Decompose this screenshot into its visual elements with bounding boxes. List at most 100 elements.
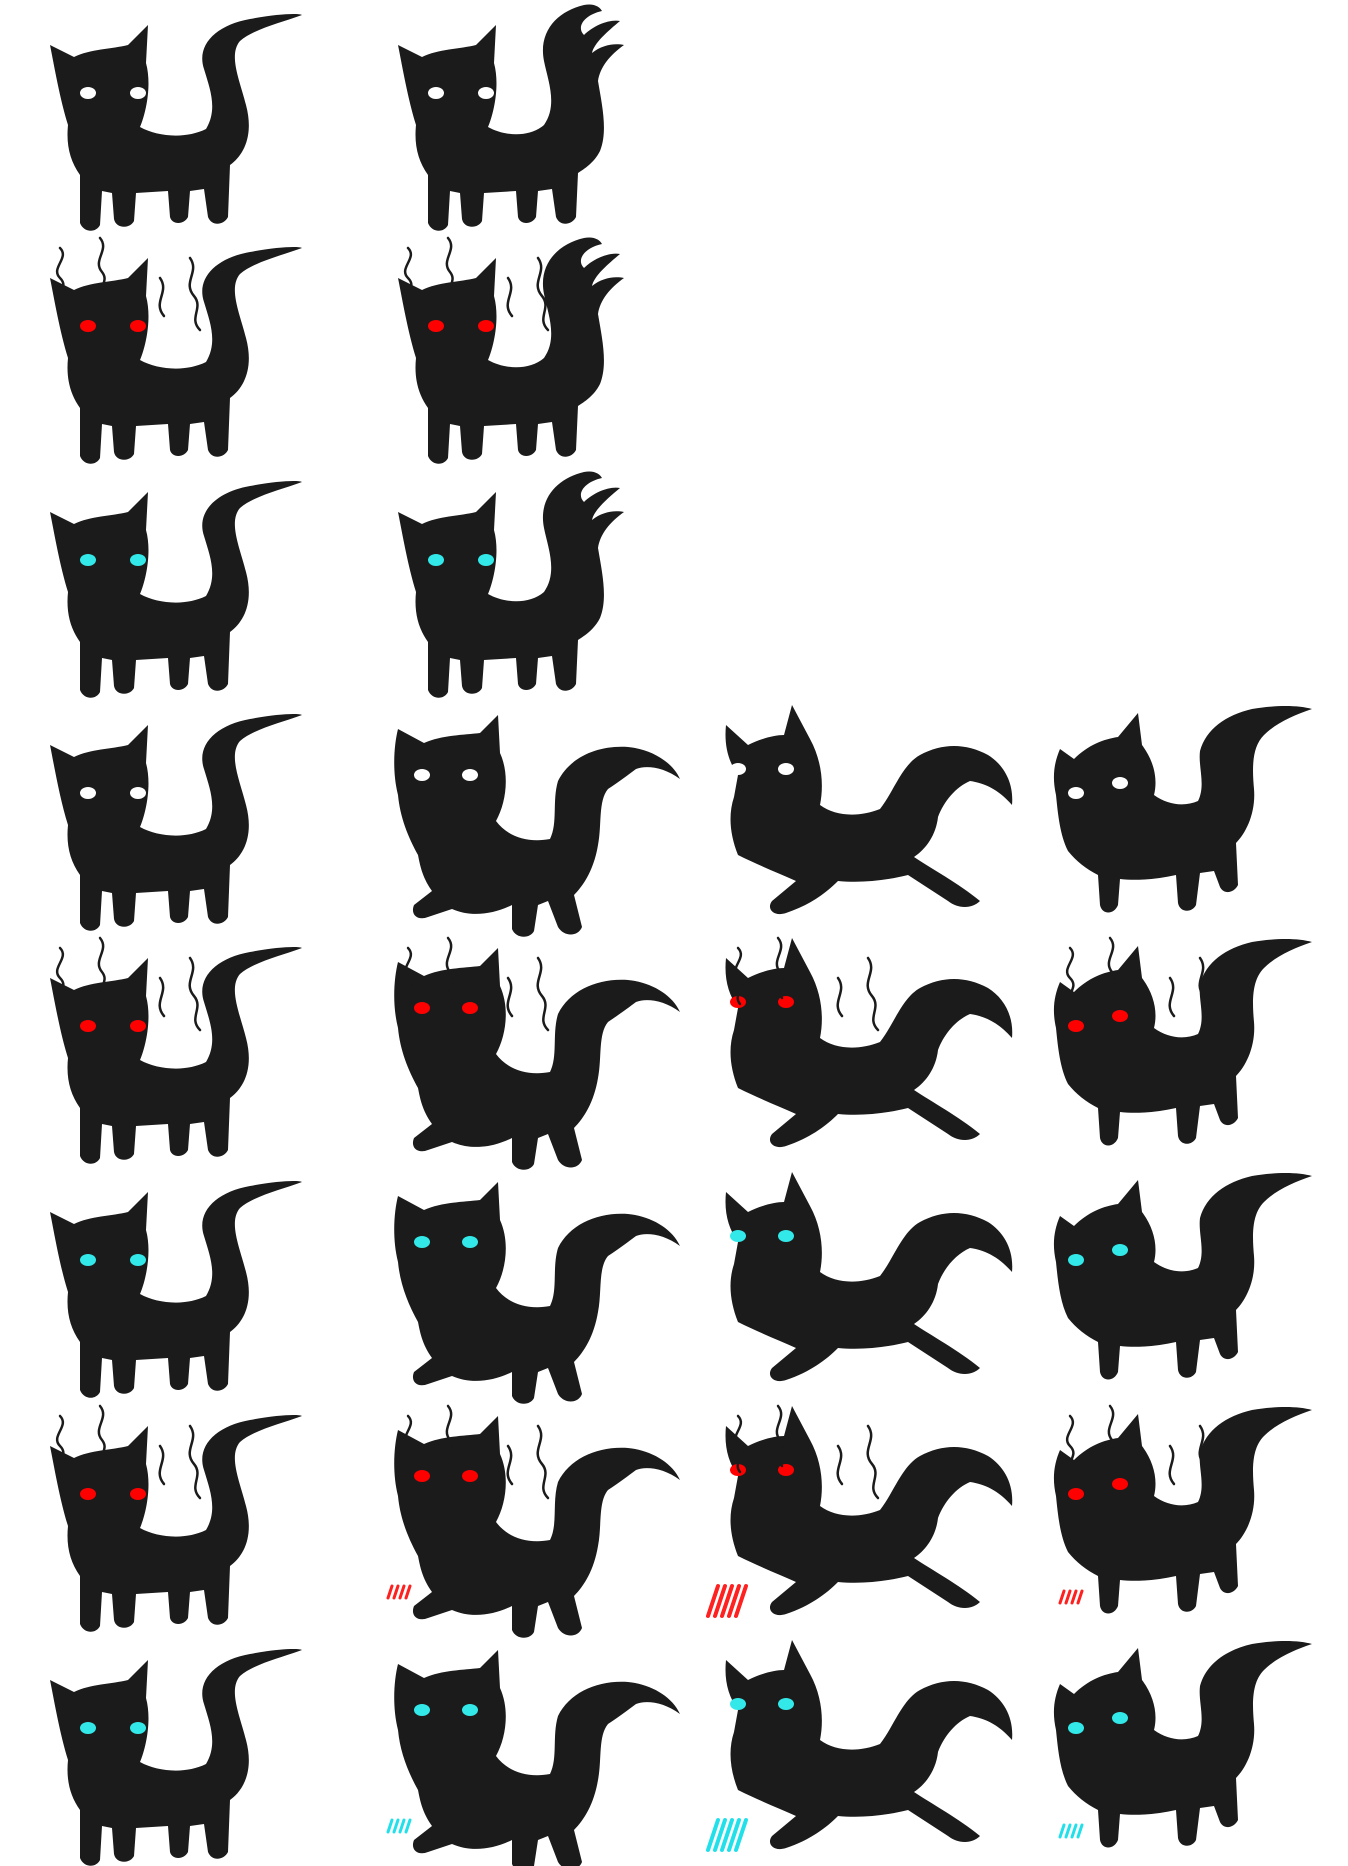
smoke-wisp [733, 1414, 743, 1474]
claw-scratch-marks [386, 1584, 412, 1600]
cat-silhouette [50, 1181, 302, 1398]
smoke-wisp [1065, 946, 1075, 1006]
smoke-wisp [1107, 936, 1116, 1000]
smoke-wisp [1198, 956, 1212, 1032]
smoke-wisp [403, 946, 413, 1006]
smoke-wisp [866, 956, 880, 1032]
smoke-wisp [403, 1414, 413, 1474]
right-eye [478, 320, 494, 332]
left-eye [414, 1704, 430, 1716]
cat-silhouette [50, 947, 302, 1164]
scratch-stroke [1070, 1589, 1078, 1605]
right-eye [462, 1002, 478, 1014]
smoke-wisps [55, 236, 202, 332]
cat-sprite-r6-c1 [50, 1181, 302, 1398]
cat-silhouette [1053, 706, 1312, 913]
smoke-wisps [55, 936, 202, 1032]
cat-silhouette [50, 481, 302, 698]
scratch-stroke [404, 1584, 412, 1600]
scratch-stroke [1064, 1823, 1072, 1839]
left-eye [80, 787, 96, 799]
left-eye [730, 1698, 746, 1710]
left-eye [428, 320, 444, 332]
scratch-stroke [398, 1818, 406, 1834]
scratch-stroke [1076, 1589, 1084, 1605]
cat-silhouette [50, 1415, 302, 1632]
smoke-wisp [55, 946, 65, 1006]
smoke-wisps [1065, 936, 1212, 1032]
smoke-wisp [158, 976, 166, 1018]
left-eye [414, 1470, 430, 1482]
smoke-wisp [1065, 1414, 1075, 1474]
scratch-stroke [706, 1584, 720, 1618]
smoke-wisp [445, 936, 454, 1000]
smoke-wisps [733, 936, 880, 1032]
scratch-stroke [734, 1818, 748, 1852]
smoke-wisp [775, 936, 784, 1000]
cat-silhouette [398, 237, 624, 464]
left-eye [80, 1722, 96, 1734]
cat-sprite-r3-c1 [50, 481, 302, 698]
smoke-wisps [403, 236, 550, 332]
cat-sprite-r3-c2 [398, 471, 624, 698]
left-eye [1068, 1488, 1084, 1500]
smoke-wisp [97, 236, 106, 300]
right-eye [1112, 1478, 1128, 1490]
right-eye [1112, 1244, 1128, 1256]
cat-silhouette [725, 1406, 1013, 1616]
cat-sprite-r6-c2 [394, 1182, 680, 1404]
scratch-stroke [392, 1818, 400, 1834]
cat-sprite-r7-c1 [50, 1404, 302, 1632]
cat-sprite-r5-c4 [1053, 936, 1312, 1146]
scratch-stroke [1070, 1823, 1078, 1839]
scratch-stroke [1076, 1823, 1084, 1839]
right-eye [462, 1470, 478, 1482]
smoke-wisp [97, 936, 106, 1000]
claw-scratch-marks [706, 1818, 748, 1852]
smoke-wisp [1168, 1444, 1176, 1486]
cat-silhouette [725, 1172, 1013, 1382]
right-eye [130, 787, 146, 799]
cat-sprite-r1-c1 [50, 14, 302, 231]
right-eye [130, 1722, 146, 1734]
left-eye [730, 1230, 746, 1242]
right-eye [462, 1236, 478, 1248]
cat-silhouette [1053, 1641, 1312, 1848]
scratch-stroke [706, 1818, 720, 1852]
smoke-wisp [536, 956, 550, 1032]
left-eye [428, 554, 444, 566]
scratch-stroke [1058, 1589, 1066, 1605]
right-eye [778, 1230, 794, 1242]
scratch-stroke [720, 1584, 734, 1618]
smoke-wisp [55, 246, 65, 306]
smoke-wisp [536, 1424, 550, 1500]
smoke-wisp [403, 246, 413, 306]
cat-sprite-r8-c4 [1053, 1641, 1312, 1848]
cat-sprite-r8-c2 [386, 1650, 680, 1866]
scratch-stroke [727, 1818, 741, 1852]
smoke-wisp [775, 1404, 784, 1468]
cat-silhouette [50, 714, 302, 931]
left-eye [80, 554, 96, 566]
claw-scratch-marks [1058, 1589, 1084, 1605]
smoke-wisp [445, 1404, 454, 1468]
cat-sprite-r1-c2 [398, 4, 624, 231]
left-eye [414, 769, 430, 781]
right-eye [130, 320, 146, 332]
smoke-wisp [506, 976, 514, 1018]
cat-sprite-r7-c3 [706, 1404, 1013, 1618]
cat-silhouette [50, 14, 302, 231]
scratch-stroke [713, 1818, 727, 1852]
scratch-stroke [720, 1818, 734, 1852]
cat-sprite-r4-c1 [50, 714, 302, 931]
smoke-wisp [188, 956, 202, 1032]
scratch-stroke [734, 1584, 748, 1618]
cat-sprite-r4-c4 [1053, 706, 1312, 913]
right-eye [778, 763, 794, 775]
smoke-wisp [506, 276, 514, 318]
scratch-stroke [404, 1818, 412, 1834]
cat-silhouette [1053, 1173, 1312, 1380]
cat-silhouette [1053, 1407, 1312, 1614]
scratch-stroke [386, 1818, 394, 1834]
right-eye [130, 87, 146, 99]
